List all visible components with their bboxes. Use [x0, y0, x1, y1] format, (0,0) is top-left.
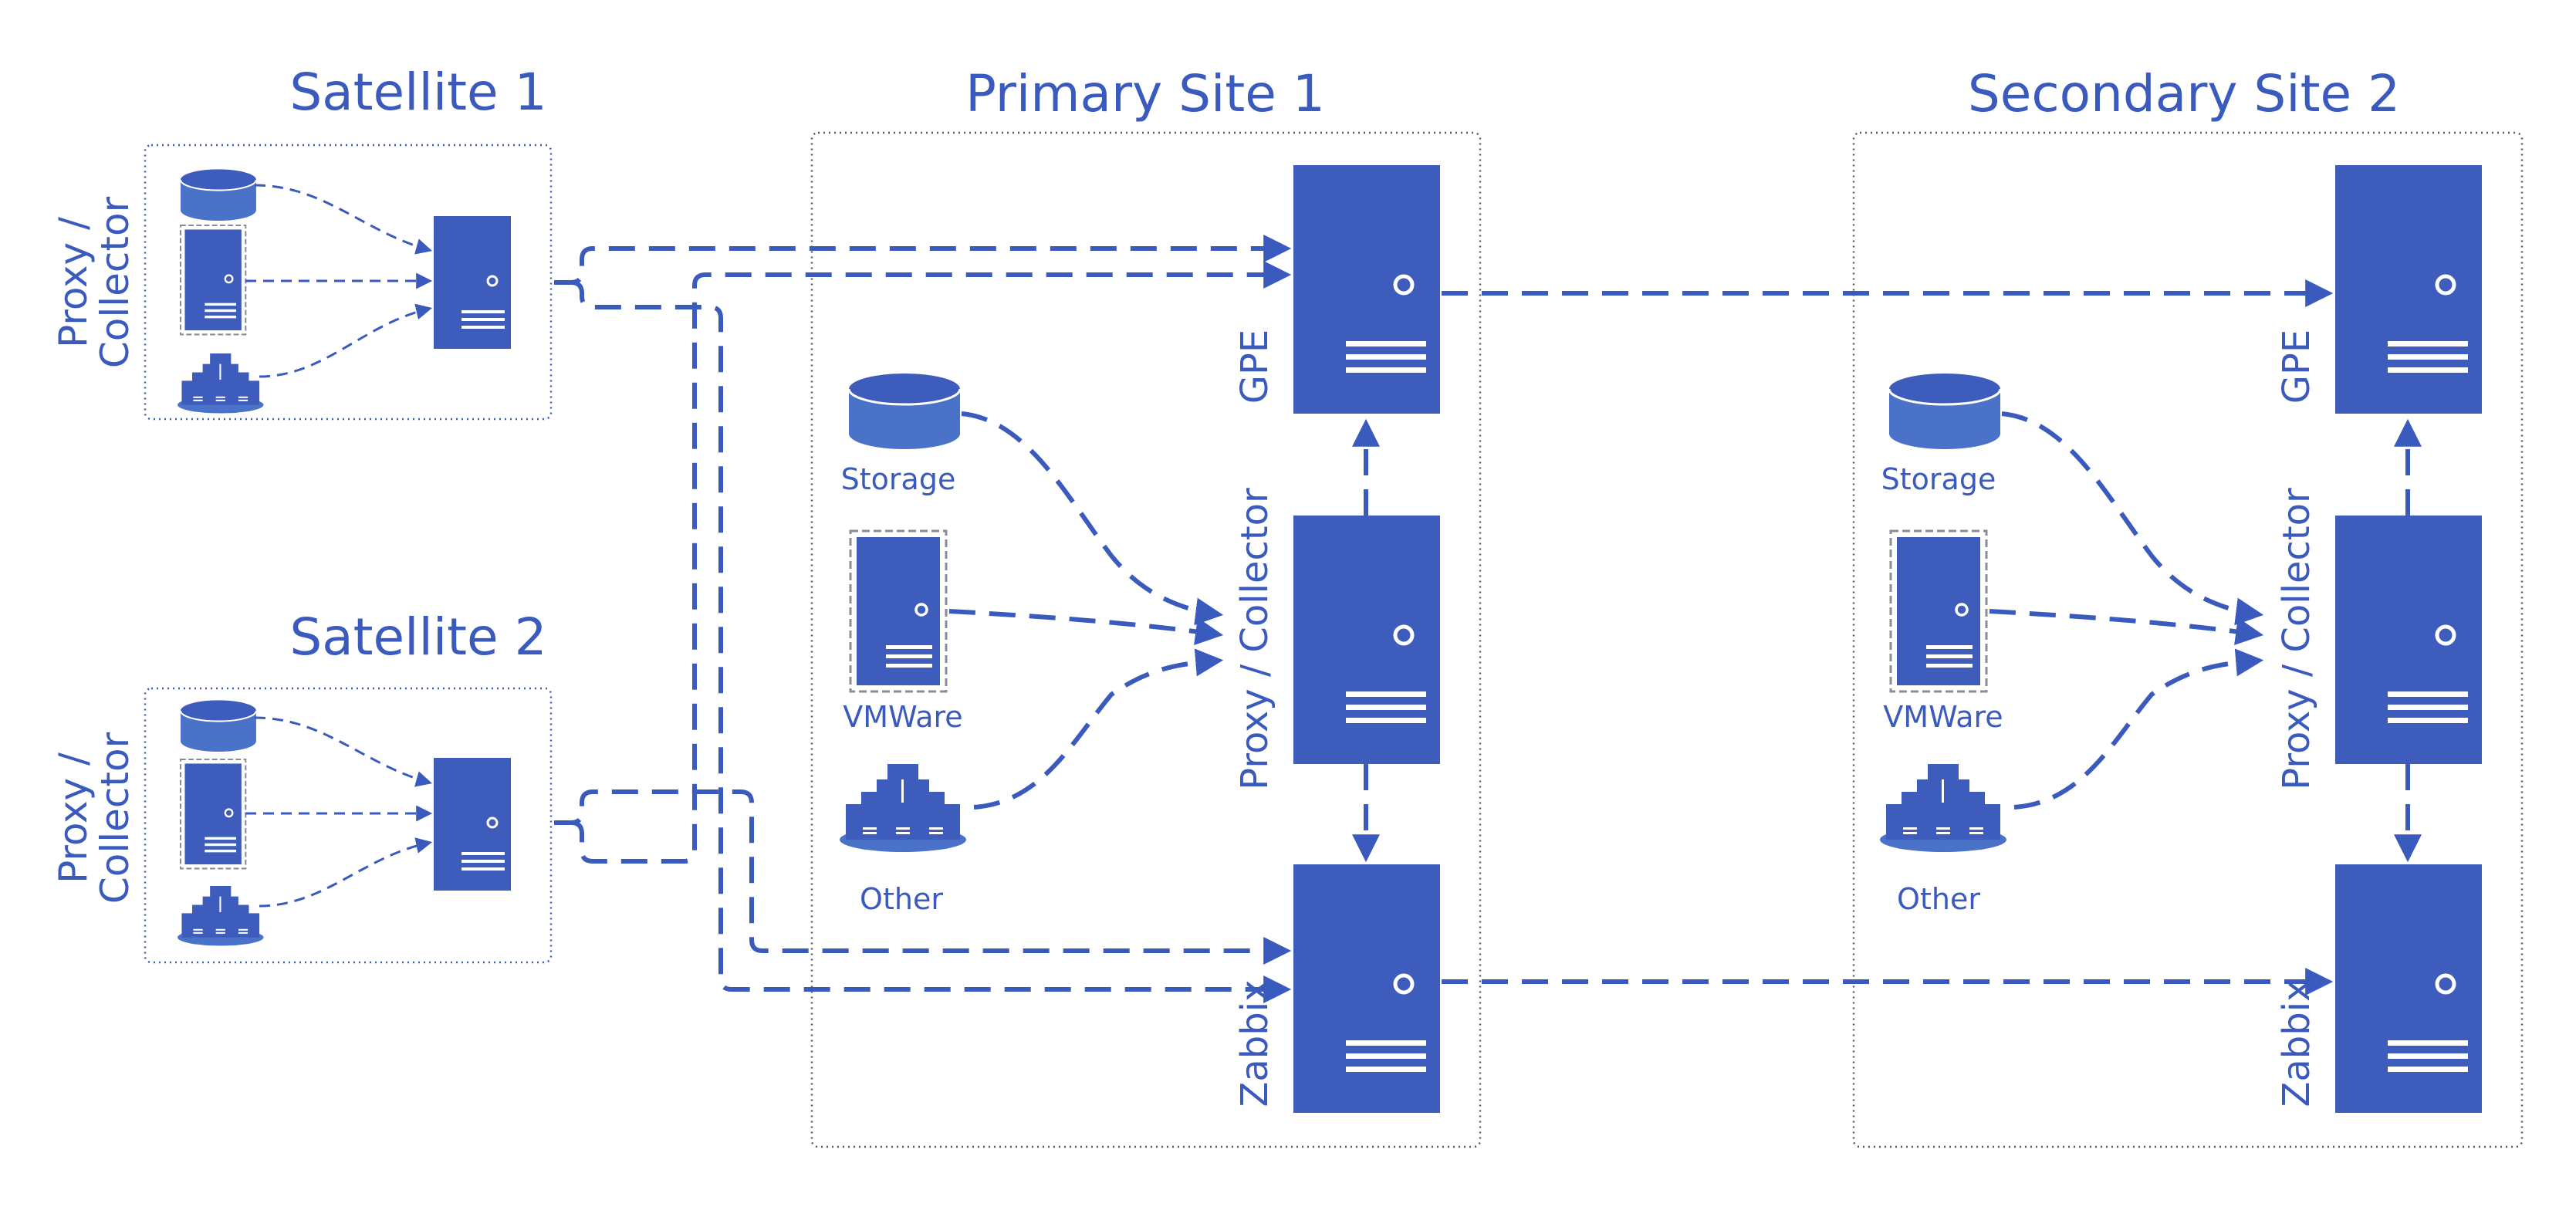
secondary-site-title: Secondary Site 2: [1968, 64, 2400, 123]
vmware-server-icon: [179, 224, 247, 336]
secondary-other-label: Other: [1897, 882, 1980, 916]
primary-site-1: Primary Site 1 GPE Proxy / Collector Zab…: [810, 64, 1482, 1148]
satellite-1: Satellite 1 Proxy / Collector: [51, 63, 553, 421]
primary-proxy-server-icon: [1293, 516, 1440, 764]
secondary-storage-label: Storage: [1881, 462, 1996, 496]
primary-site-box: [810, 131, 1482, 1148]
secondary-gpe-server-icon: [2335, 165, 2482, 414]
secondary-zabbix-label: Zabbix: [2275, 980, 2318, 1107]
svg-text:Proxy /: Proxy /: [51, 752, 96, 884]
secondary-vmware-label: VMWare: [1883, 700, 2003, 734]
network-device-icon: [840, 764, 966, 852]
satellite-1-box: [144, 144, 553, 421]
database-icon: [847, 372, 962, 451]
satellite-2-box: [144, 687, 553, 964]
satellite-1-title: Satellite 1: [289, 63, 546, 122]
secondary-site-box: [1852, 131, 2524, 1148]
satellite-2-title: Satellite 2: [289, 607, 546, 667]
svg-text:Collector: Collector: [93, 196, 137, 368]
satellite-2: Satellite 2 Proxy / Collector: [51, 607, 553, 964]
primary-site-title: Primary Site 1: [965, 64, 1325, 123]
database-icon: [179, 699, 257, 753]
satellite-2-server-icon: [432, 756, 512, 892]
secondary-zabbix-server-icon: [2335, 864, 2482, 1113]
secondary-proxy-server-icon: [2335, 516, 2482, 764]
primary-zabbix-server-icon: [1293, 864, 1440, 1113]
svg-text:Proxy /: Proxy /: [51, 217, 96, 348]
primary-storage-label: Storage: [841, 462, 956, 496]
network-device-icon: [1880, 764, 2006, 852]
satellite-2-role-label: Proxy / Collector: [51, 732, 137, 904]
vmware-server-icon: [179, 758, 247, 870]
database-icon: [179, 168, 257, 222]
vmware-server-icon: [1889, 529, 1988, 693]
secondary-gpe-label: GPE: [2275, 330, 2318, 404]
primary-zabbix-label: Zabbix: [1233, 980, 1276, 1107]
satellite-1-role-label: Proxy / Collector: [51, 196, 137, 368]
primary-other-label: Other: [860, 882, 943, 916]
network-device-icon: [177, 353, 264, 414]
secondary-proxy-label: Proxy / Collector: [2275, 488, 2318, 790]
primary-vmware-label: VMWare: [843, 700, 962, 734]
satellite-1-server-icon: [432, 215, 512, 350]
secondary-site-2: Secondary Site 2 GPE Proxy / Collector Z…: [1852, 64, 2524, 1148]
cross-site-links: [554, 235, 2334, 1003]
primary-proxy-label: Proxy / Collector: [1233, 488, 1276, 790]
network-device-icon: [177, 886, 264, 946]
svg-text:Collector: Collector: [93, 732, 137, 904]
database-icon: [1888, 372, 2002, 451]
vmware-server-icon: [849, 529, 948, 693]
primary-gpe-server-icon: [1293, 165, 1440, 414]
primary-gpe-label: GPE: [1233, 330, 1276, 404]
